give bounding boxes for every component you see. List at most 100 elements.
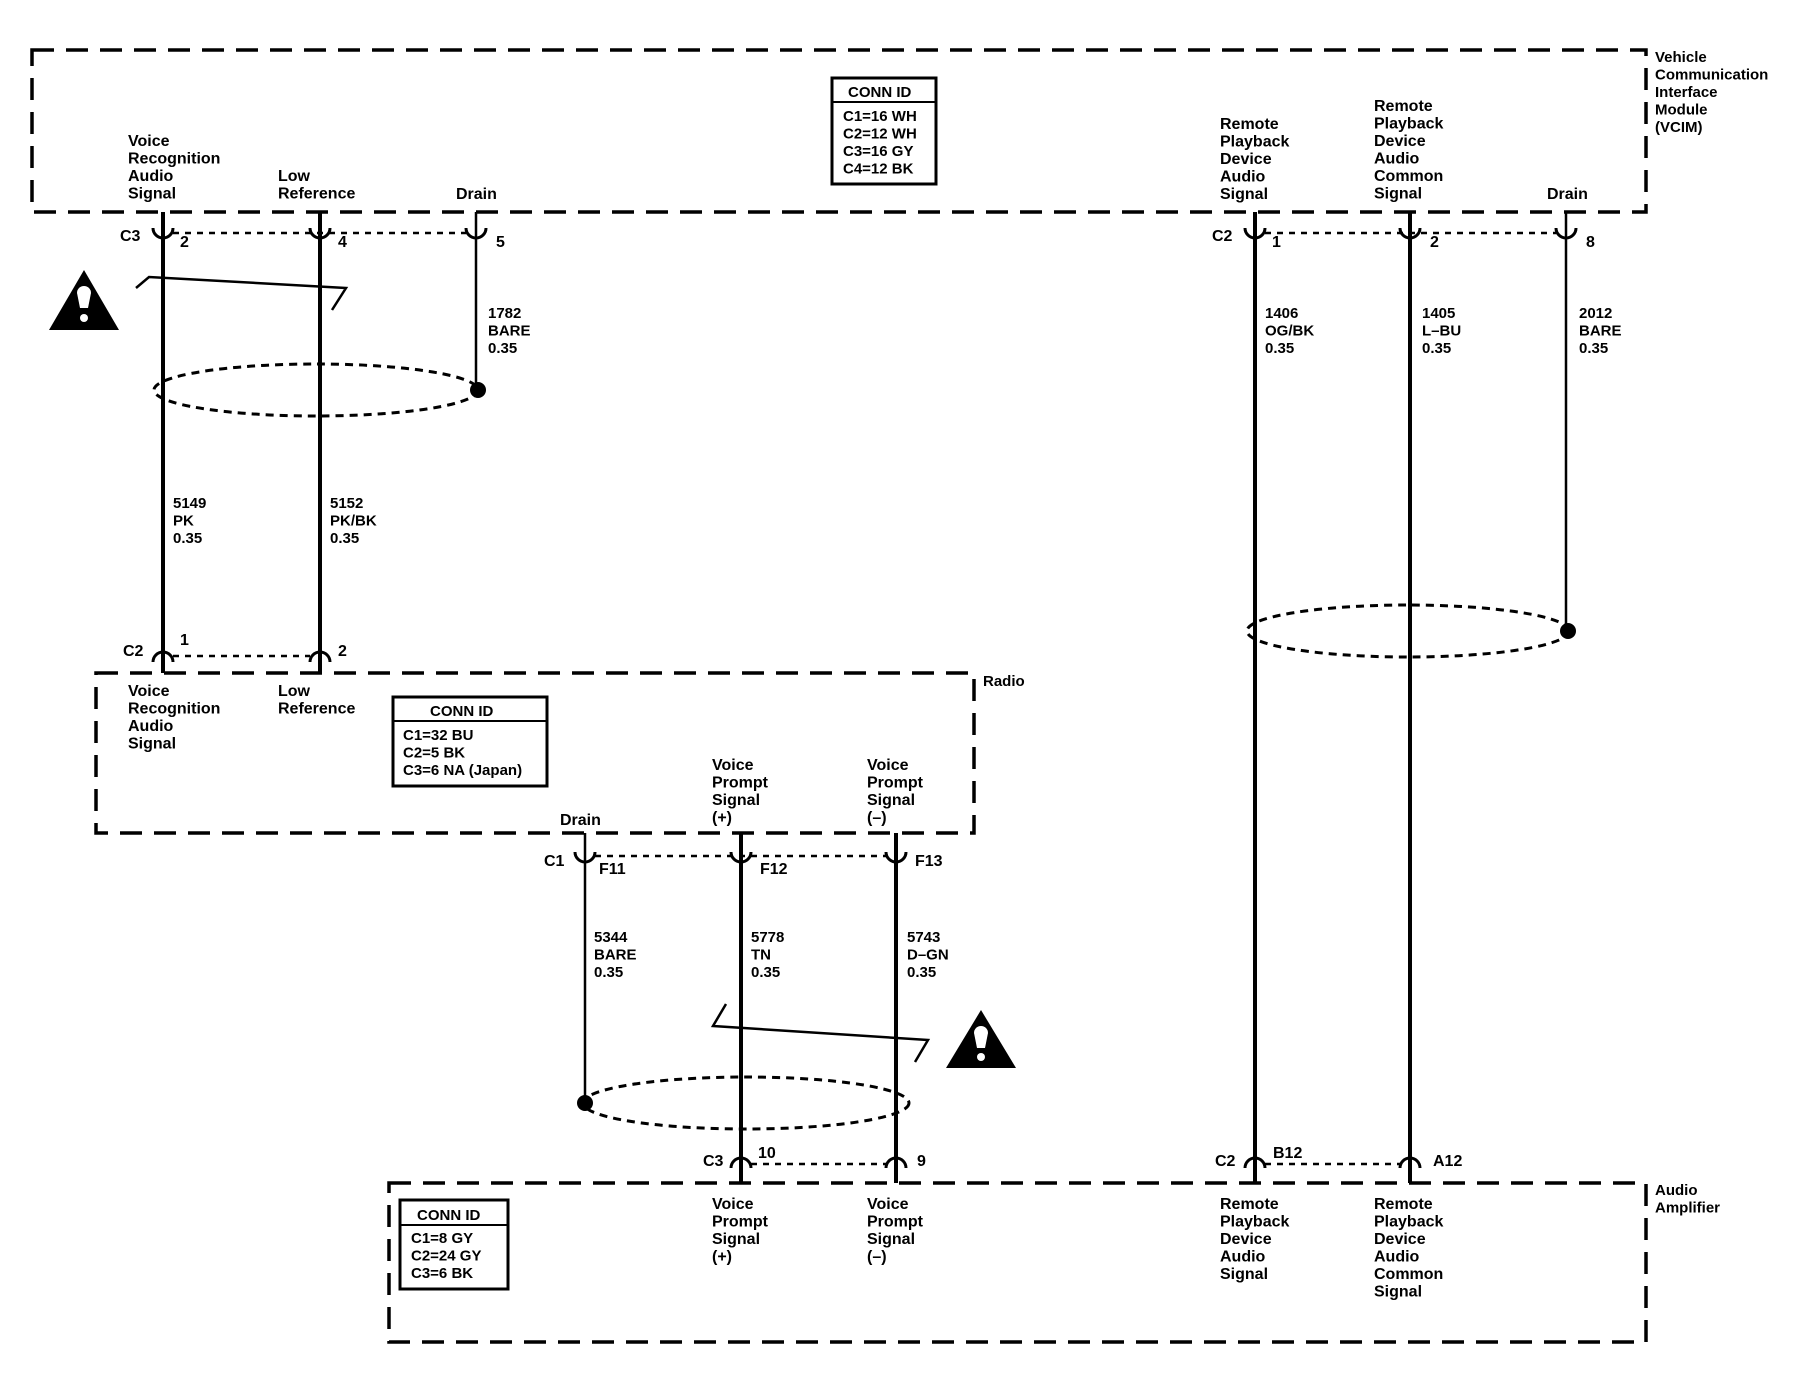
text-line: Signal bbox=[1374, 186, 1422, 203]
text-line: 5743 bbox=[907, 929, 940, 946]
text-line: Audio bbox=[1374, 1249, 1420, 1266]
conn-id-title: CONN ID bbox=[848, 84, 912, 101]
text-line: D–GN bbox=[907, 947, 949, 964]
text-line: Playback bbox=[1374, 116, 1443, 133]
text-line: Audio bbox=[1220, 169, 1266, 186]
conn-id-title: CONN ID bbox=[417, 1207, 481, 1224]
text-line: Remote bbox=[1220, 1196, 1279, 1213]
text-line: Prompt bbox=[867, 775, 924, 792]
text-line: Communication bbox=[1655, 67, 1768, 84]
radio-connector-c1: C1 bbox=[544, 853, 565, 870]
text-line: Signal bbox=[867, 1231, 915, 1248]
amp-c2-b12-terminal bbox=[1243, 1156, 1267, 1169]
drain-splice-dot-bottom bbox=[577, 1095, 593, 1111]
warning-triangle-icon bbox=[49, 270, 119, 330]
text-line: Remote bbox=[1374, 98, 1433, 115]
text-line: PK bbox=[173, 513, 194, 530]
text-line: Drain bbox=[456, 186, 497, 203]
twisted-pair-symbol-bottom bbox=[710, 1003, 931, 1063]
text-line: Signal bbox=[712, 792, 760, 809]
text-line: Audio bbox=[128, 168, 174, 185]
radio-module-box bbox=[94, 671, 976, 835]
text-line: C2=24 GY bbox=[411, 1248, 481, 1265]
vcim-connector-c3: C3 bbox=[120, 228, 141, 245]
text-line: Signal bbox=[867, 792, 915, 809]
text-line: C1=8 GY bbox=[411, 1230, 473, 1247]
shield-ellipse-vcim-radio bbox=[152, 362, 480, 418]
text-line: 0.35 bbox=[488, 340, 517, 357]
text-line: C3=6 BK bbox=[411, 1265, 473, 1282]
text-line: Signal bbox=[128, 736, 176, 753]
text-line: Audio bbox=[128, 718, 174, 735]
text-line: 1406 bbox=[1265, 305, 1298, 322]
text-line: PK/BK bbox=[330, 513, 377, 530]
text-line: 5778 bbox=[751, 929, 784, 946]
text-line: Module bbox=[1655, 102, 1708, 119]
twisted-pair-symbol bbox=[135, 275, 349, 311]
text-line: 1405 bbox=[1422, 305, 1455, 322]
text-line: Reference bbox=[278, 701, 355, 718]
text-line: C2=12 WH bbox=[843, 126, 917, 143]
text-line: Voice bbox=[712, 1196, 754, 1213]
text-line: Common bbox=[1374, 1266, 1443, 1283]
text-line: (+) bbox=[712, 810, 732, 827]
text-line: Signal bbox=[1220, 1266, 1268, 1283]
text-line: Prompt bbox=[867, 1214, 924, 1231]
text-line: Vehicle bbox=[1655, 49, 1707, 66]
text-line: TN bbox=[751, 947, 771, 964]
text-line: Recognition bbox=[128, 151, 220, 168]
text-line: Device bbox=[1374, 133, 1426, 150]
text-line: 5152 bbox=[330, 495, 363, 512]
text-line: Low bbox=[278, 168, 311, 185]
text-line: Remote bbox=[1374, 1196, 1433, 1213]
text-line: C4=12 BK bbox=[843, 161, 914, 178]
vcim-c3-pin-2: 2 bbox=[180, 234, 189, 251]
radio-c1-f11: F11 bbox=[599, 861, 626, 878]
vcim-c3-pin-5: 5 bbox=[496, 234, 505, 251]
text-line: (–) bbox=[867, 1249, 887, 1266]
text-line: Playback bbox=[1220, 1214, 1289, 1231]
text-line: Reference bbox=[278, 186, 355, 203]
text-line: Voice bbox=[128, 683, 170, 700]
text-line: 0.35 bbox=[907, 964, 936, 981]
text-line: Signal bbox=[1374, 1284, 1422, 1301]
text-line: Remote bbox=[1220, 116, 1279, 133]
text-line: 5344 bbox=[594, 929, 628, 946]
text-line: Drain bbox=[560, 812, 601, 829]
text-line: OG/BK bbox=[1265, 323, 1314, 340]
vcim-connector-c2: C2 bbox=[1212, 228, 1233, 245]
text-line: Device bbox=[1374, 1231, 1426, 1248]
text-line: BARE bbox=[488, 323, 531, 340]
conn-id-title: CONN ID bbox=[430, 703, 494, 720]
text-line: 0.35 bbox=[1579, 340, 1608, 357]
text-line: Recognition bbox=[128, 701, 220, 718]
amp-c3-pin-10: 10 bbox=[758, 1145, 776, 1162]
amp-c3-pin-9: 9 bbox=[917, 1153, 926, 1170]
text-line: Audio bbox=[1655, 1182, 1698, 1199]
amp-c3-pin-9-terminal bbox=[884, 1156, 908, 1169]
text-line: BARE bbox=[1579, 323, 1622, 340]
text-line: L–BU bbox=[1422, 323, 1461, 340]
radio-module-name: Radio bbox=[983, 673, 1025, 690]
text-line: Low bbox=[278, 683, 311, 700]
text-line: Audio bbox=[1374, 151, 1420, 168]
shield-ellipse-vcim-amp bbox=[1245, 603, 1571, 659]
text-line: 0.35 bbox=[330, 530, 359, 547]
text-line: C1=16 WH bbox=[843, 108, 917, 125]
